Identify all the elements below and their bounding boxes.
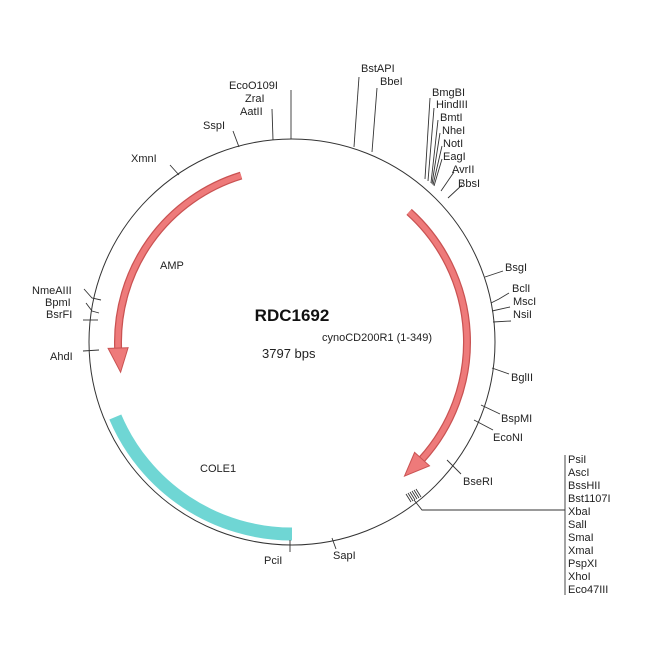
site-label[interactable]: XbaI xyxy=(568,506,591,518)
site-label[interactable]: BsrFI xyxy=(46,309,72,321)
site-label[interactable]: PciI xyxy=(264,555,282,567)
feature-amp-arrow[interactable] xyxy=(107,171,243,374)
site-label[interactable]: MscI xyxy=(513,296,536,308)
site-label[interactable]: NmeAIII xyxy=(32,285,72,297)
site-label[interactable]: BbeI xyxy=(380,76,403,88)
site-label[interactable]: XmnI xyxy=(131,153,157,165)
site-label[interactable]: SmaI xyxy=(568,532,594,544)
site-label[interactable]: EcoO109I xyxy=(229,80,278,92)
site-label[interactable]: PsiI xyxy=(568,454,586,466)
site-label[interactable]: BsgI xyxy=(505,262,527,274)
site-label[interactable]: BbsI xyxy=(458,178,480,190)
site-label[interactable]: NotI xyxy=(443,138,463,150)
feature-label-cynocd200r1: cynoCD200R1 (1-349) xyxy=(322,332,432,344)
site-label[interactable]: BspMI xyxy=(501,413,532,425)
site-label[interactable]: BpmI xyxy=(45,297,71,309)
site-label[interactable]: BstAPI xyxy=(361,63,395,75)
site-label[interactable]: XmaI xyxy=(568,545,594,557)
sites-top-right: BmgBI HindIII BmtI NheI NotI EagI AvrII … xyxy=(424,87,480,199)
site-label[interactable]: AscI xyxy=(568,467,589,479)
site-label[interactable]: EagI xyxy=(443,151,466,163)
site-label[interactable]: SapI xyxy=(333,550,356,562)
mcs-hatch xyxy=(405,488,422,503)
site-label[interactable]: BmgBI xyxy=(432,87,465,99)
site-label[interactable]: BglII xyxy=(511,372,533,384)
site-label[interactable]: Eco47III xyxy=(568,584,608,596)
plasmid-backbone xyxy=(88,138,496,546)
site-label[interactable]: NsiI xyxy=(513,309,532,321)
feature-label-cole1: COLE1 xyxy=(200,463,236,475)
site-label[interactable]: PspXI xyxy=(568,558,597,570)
site-label[interactable]: BclI xyxy=(512,283,530,295)
site-label[interactable]: BseRI xyxy=(463,476,493,488)
site-label[interactable]: BmtI xyxy=(440,112,463,124)
site-label[interactable]: XhoI xyxy=(568,571,591,583)
sites-right: BsgI BclI MscI NsiI BglII BspMI EcoNI Bs… xyxy=(446,262,536,488)
feature-label-amp: AMP xyxy=(160,260,184,272)
site-label[interactable]: EcoNI xyxy=(493,432,523,444)
site-label[interactable]: AhdI xyxy=(50,351,73,363)
plasmid-name: RDC1692 xyxy=(255,306,330,325)
site-label[interactable]: SalI xyxy=(568,519,587,531)
site-label[interactable]: HindIII xyxy=(436,99,468,111)
plasmid-size: 3797 bps xyxy=(262,346,316,361)
sites-left: XmnI NmeAIII BpmI BsrFI AhdI xyxy=(32,153,180,363)
site-label[interactable]: AatII xyxy=(240,106,263,118)
site-label[interactable]: Bst1107I xyxy=(568,493,611,505)
site-label[interactable]: NheI xyxy=(442,125,465,137)
site-label[interactable]: AvrII xyxy=(452,164,474,176)
site-label[interactable]: ZraI xyxy=(245,93,265,105)
site-label[interactable]: SspI xyxy=(203,120,225,132)
sites-mcs: PsiI AscI BssHII Bst1107I XbaI SalI SmaI… xyxy=(405,454,611,596)
feature-cynocd200r1-arrow[interactable] xyxy=(403,208,471,478)
site-label[interactable]: BssHII xyxy=(568,480,600,492)
feature-cole1-band[interactable] xyxy=(109,414,293,541)
sites-top: SspI AatII ZraI EcoO109I BstAPI BbeI xyxy=(203,63,403,153)
sites-bottom: PciI SapI xyxy=(264,537,356,567)
